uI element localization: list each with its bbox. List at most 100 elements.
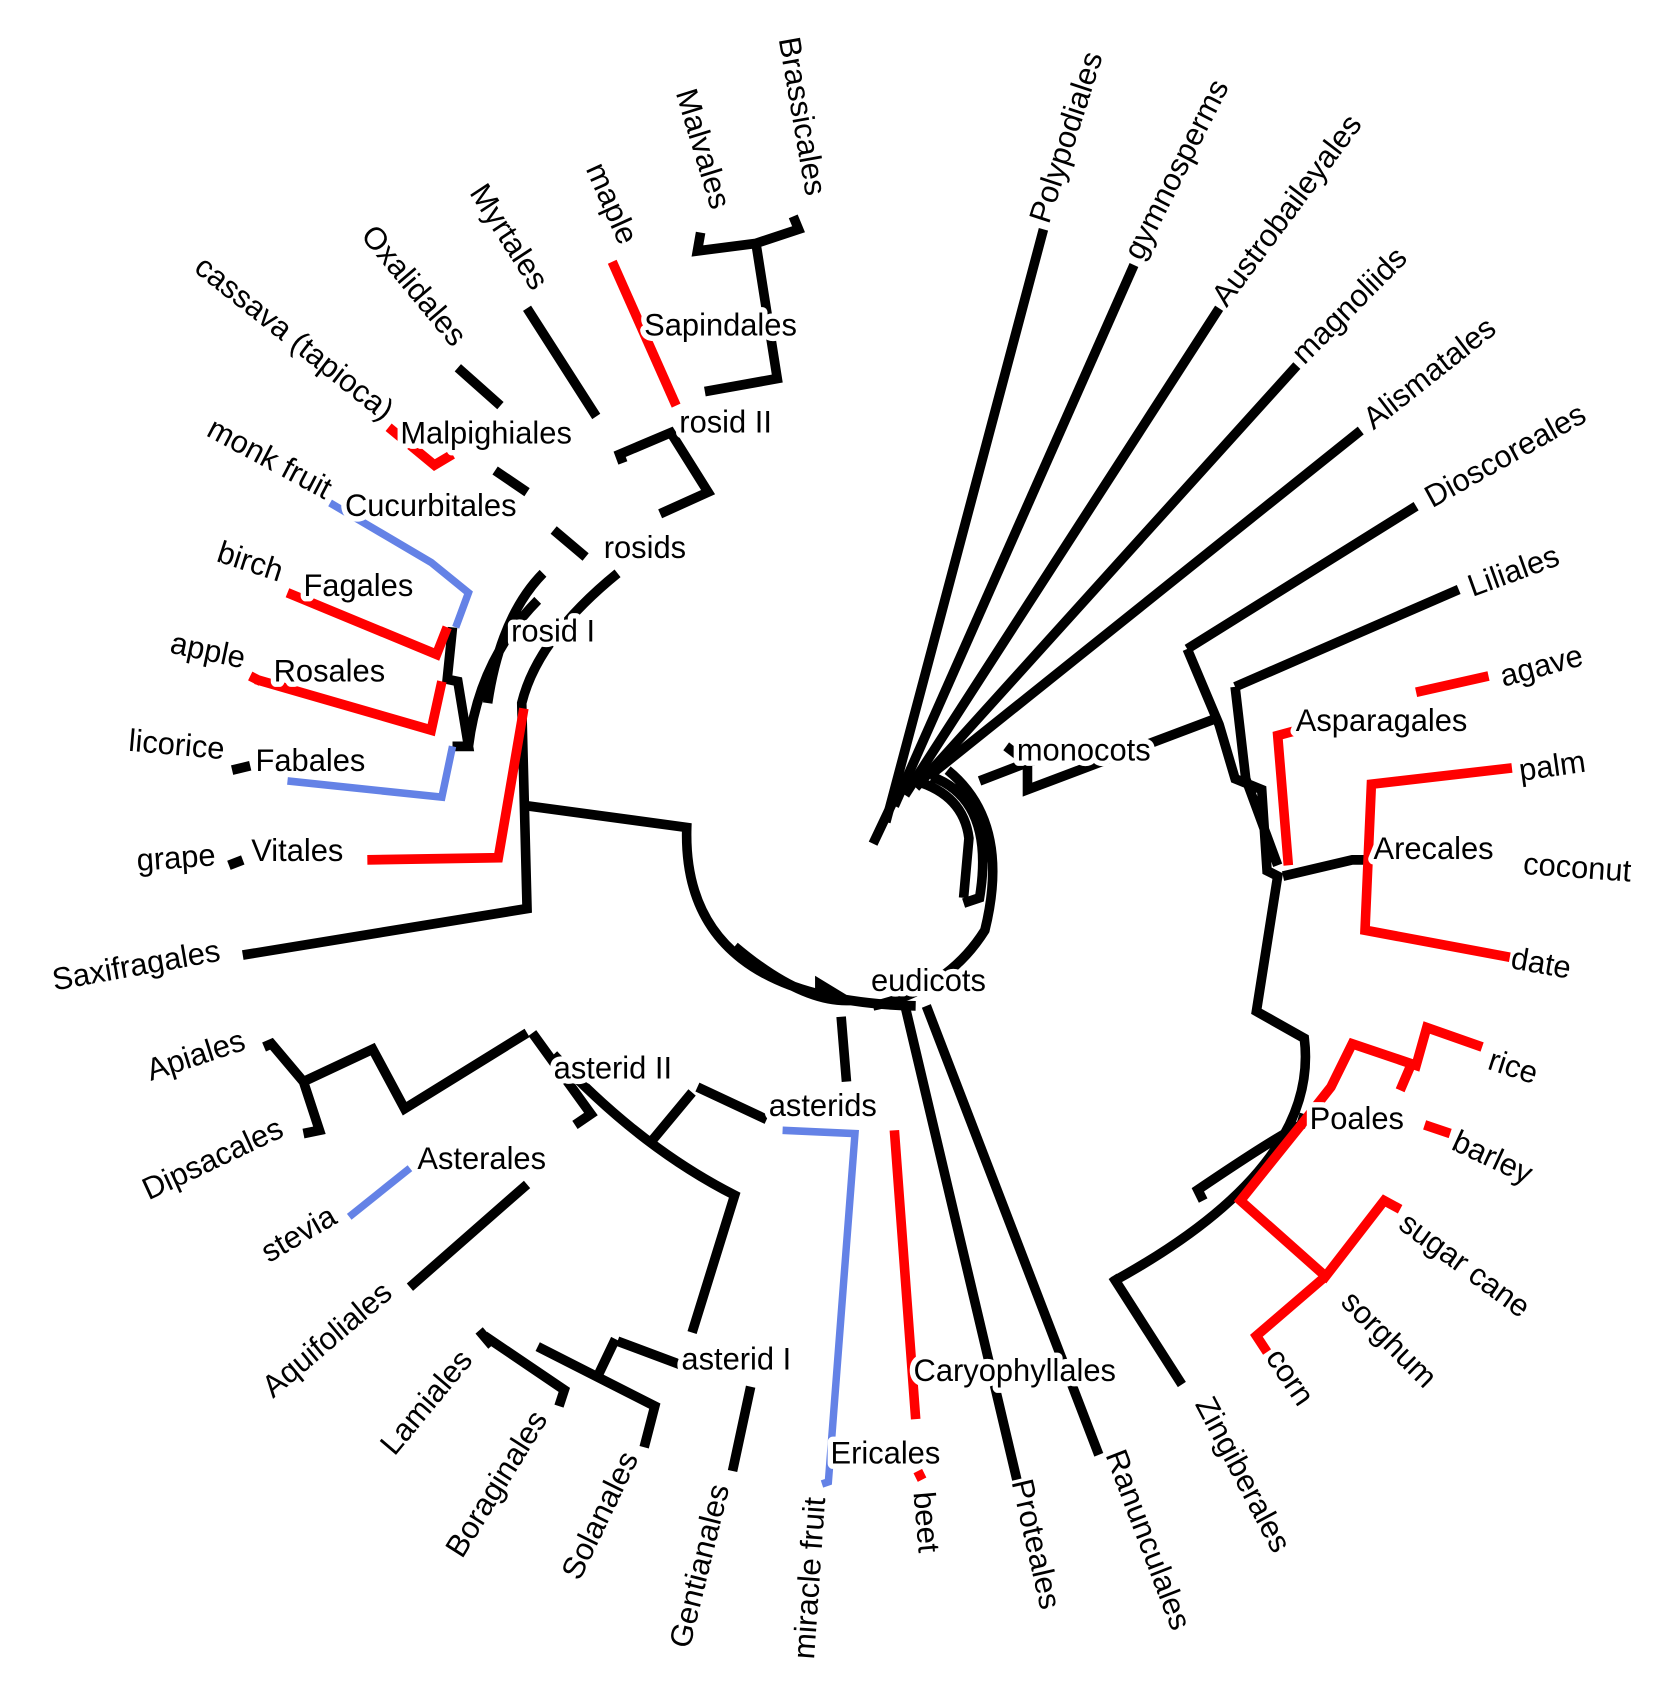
tree-branches [227, 214, 1513, 1488]
branch-agave [1415, 671, 1490, 697]
clade-asterales: Asterales [417, 1141, 546, 1176]
branch-cucurbitales [328, 499, 473, 629]
branch-rosid-ii [691, 214, 805, 397]
leaf-gymnosperms: gymnosperms [1117, 73, 1236, 264]
branch-polypodiales [881, 228, 1049, 824]
leaf-aquifoliales: Aquifoliales [255, 1274, 398, 1404]
branch-malpighiales [454, 364, 589, 561]
clade-poales: Poales [1310, 1101, 1404, 1136]
leaf-myrtales: Myrtales [463, 177, 556, 296]
branch-monocot-backbone [1110, 647, 1311, 1287]
branch-monocots [977, 714, 1216, 797]
branch-vitales [367, 707, 529, 865]
leaf-apiales: Apiales [142, 1022, 249, 1087]
branch-asterales [262, 1028, 531, 1291]
leaf-corn: corn [1259, 1342, 1321, 1412]
leaf-magnoliids: magnoliids [1285, 240, 1414, 371]
clade-arecales: Arecales [1374, 831, 1494, 866]
clade-vitales: Vitales [251, 833, 343, 868]
branch-caryophyllales [889, 1129, 927, 1482]
branch-liliales [1233, 585, 1461, 692]
leaf-palm: palm [1517, 744, 1588, 788]
clade-asparagales: Asparagales [1296, 703, 1468, 738]
leaf-ranunculales: Ranunculales [1099, 1445, 1198, 1635]
leaf-dioscoreales: Dioscoreales [1419, 396, 1592, 515]
leaf-brassicales: Brassicales [772, 34, 834, 198]
branch-eudicots [526, 800, 916, 1011]
branch-ericales [782, 1126, 860, 1488]
leaf-stevia: stevia [255, 1197, 343, 1269]
branch-gymnosperms [890, 263, 1139, 808]
clade-ericales: Ericales [831, 1435, 941, 1470]
branch-fabales [287, 745, 457, 802]
leaf-agave: agave [1496, 637, 1586, 693]
leaf-cassava: cassava (tapioca) [188, 248, 400, 427]
branch-ranunculales [921, 1004, 1104, 1457]
leaf-birch: birch [213, 534, 287, 589]
clade-monocots: monocots [1017, 732, 1151, 767]
branch-maple [607, 259, 681, 408]
branch-poales [1233, 1021, 1484, 1355]
branch-licorice [231, 761, 252, 775]
clade-cucurbitales: Cucurbitales [345, 488, 517, 523]
clade-rosid-ii: rosid II [679, 404, 772, 439]
branch-arecales [1360, 763, 1513, 963]
leaf-licorice: licorice [127, 723, 226, 767]
clade-asterid-ii: asterid II [554, 1050, 672, 1085]
leaf-sugar-cane: sugar cane [1393, 1205, 1537, 1325]
leaf-monk-fruit: monk fruit [202, 410, 338, 506]
leaf-polypodiales: Polypodiales [1022, 47, 1109, 227]
leaf-barley: barley [1447, 1123, 1538, 1191]
clade-fabales: Fabales [256, 743, 366, 778]
branch-fagales [285, 588, 452, 661]
leaf-dipsacales: Dipsacales [137, 1110, 288, 1207]
leaf-oxalidales: Oxalidales [355, 218, 474, 353]
leaf-sorghum: sorghum [1335, 1283, 1444, 1394]
leaf-coconut: coconut [1522, 846, 1633, 889]
branch-arecales-stem [1281, 855, 1369, 881]
branch-proteales [900, 1004, 1022, 1481]
branch-asterid-ii [528, 1030, 741, 1335]
leaf-grape: grape [135, 837, 216, 878]
leaf-malvales: Malvales [669, 84, 738, 213]
branch-rosales [248, 671, 447, 737]
leaf-zingiberales: Zingiberales [1189, 1391, 1299, 1558]
clade-sapindales: Sapindales [644, 307, 797, 342]
leaf-alismatales: Alismatales [1356, 310, 1502, 436]
branch-asterids [695, 1016, 852, 1124]
branch-myrtales [523, 305, 716, 519]
leaf-lamiales: Lamiales [373, 1343, 479, 1462]
branch-zingiberales [1108, 1273, 1186, 1388]
branch-rosid-i [441, 569, 547, 752]
leaf-beet: beet [907, 1490, 947, 1554]
branch-malpighiales-cassava [385, 423, 455, 472]
leaf-solanales: Solanales [554, 1446, 645, 1585]
leaf-rice: rice [1484, 1042, 1542, 1091]
clade-labels: Sapindales rosid II Malpighiales Cucurbi… [246, 302, 1499, 1476]
leaf-liliales: Liliales [1463, 538, 1564, 604]
clade-eudicots: eudicots [871, 963, 986, 998]
leaf-maple: maple [579, 157, 645, 249]
branch-austrobaileyales [901, 305, 1224, 798]
branch-saxifragales [241, 569, 621, 960]
clade-asterids: asterids [769, 1088, 877, 1123]
clade-fagales: Fagales [303, 568, 413, 603]
branch-asterid-i [475, 1327, 756, 1473]
branch-grape [227, 855, 245, 870]
branch-alismatales [925, 426, 1364, 781]
leaf-miracle-fruit: miracle fruit [786, 1496, 832, 1660]
leaf-boraginales: Boraginales [438, 1404, 554, 1563]
branch-stevia [346, 1165, 413, 1220]
leaf-date: date [1509, 940, 1574, 985]
branch-magnoliids [912, 362, 1301, 791]
branch-asparagales [1272, 726, 1295, 866]
leaf-proteales: Proteales [1005, 1475, 1068, 1612]
clade-rosales: Rosales [274, 653, 386, 688]
clade-asterid-i: asterid I [681, 1341, 791, 1376]
clade-rosid-i: rosid I [511, 613, 595, 648]
clade-rosids: rosids [604, 530, 686, 565]
branch-dioscoreales [1184, 502, 1419, 654]
leaf-gentianales: Gentianales [663, 1480, 737, 1651]
leaf-austrobaileyales: Austrobaileyales [1204, 108, 1368, 313]
